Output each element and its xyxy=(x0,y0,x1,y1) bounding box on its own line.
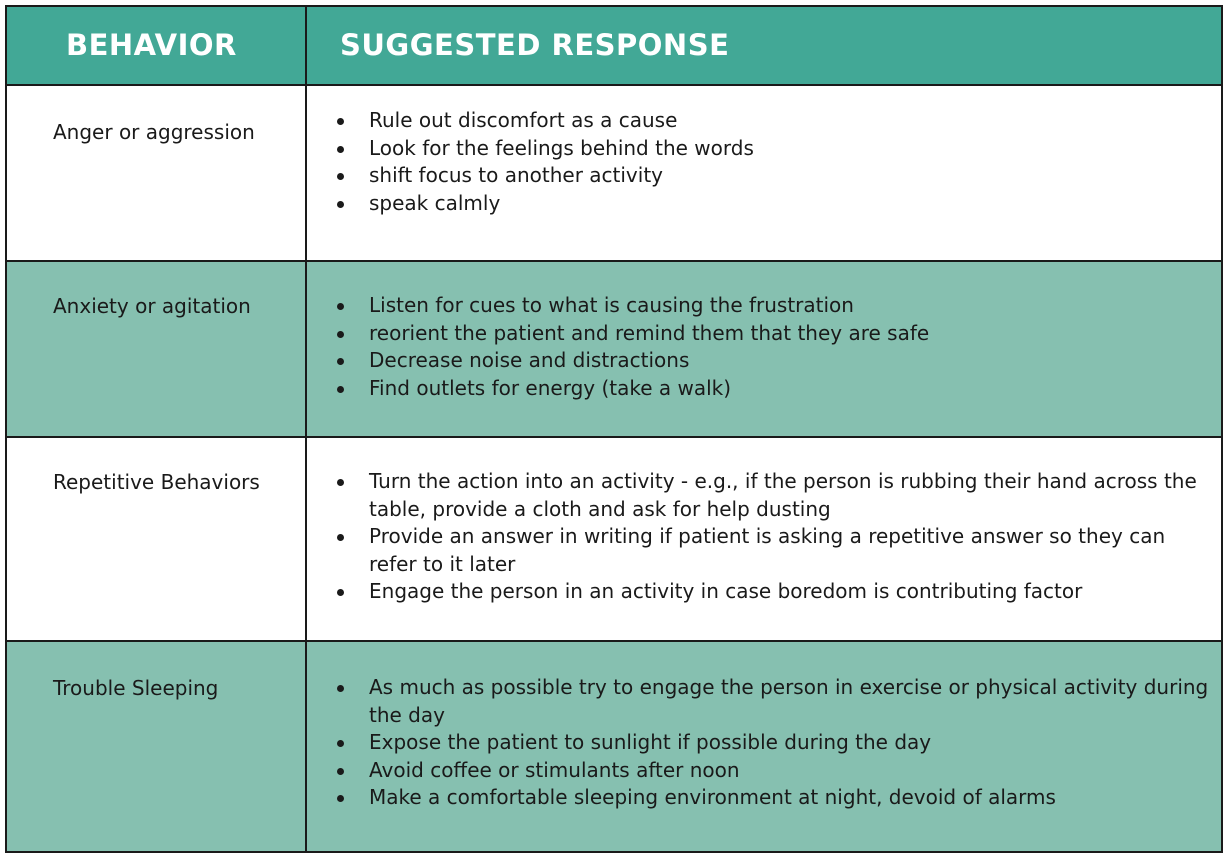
list-item: Find outlets for energy (take a walk) xyxy=(335,375,1211,403)
list-item: speak calmly xyxy=(335,190,1211,218)
list-item: Avoid coffee or stimulants after noon xyxy=(335,757,1211,785)
header-cell-behavior: BEHAVIOR xyxy=(7,7,307,84)
behavior-cell: Anger or aggression xyxy=(7,86,307,262)
table-row: Repetitive Behaviors Turn the action int… xyxy=(7,436,1221,642)
response-column-header: SUGGESTED RESPONSE xyxy=(340,28,730,62)
list-item: shift focus to another activity xyxy=(335,162,1211,190)
response-cell: Rule out discomfort as a cause Look for … xyxy=(307,86,1221,262)
table-row: Anger or aggression Rule out discomfort … xyxy=(7,84,1221,262)
list-item: Make a comfortable sleeping environment … xyxy=(335,784,1211,812)
list-item: Look for the feelings behind the words xyxy=(335,135,1211,163)
response-list: As much as possible try to engage the pe… xyxy=(335,674,1211,812)
list-item: Engage the person in an activity in case… xyxy=(335,578,1211,606)
response-cell: Listen for cues to what is causing the f… xyxy=(307,262,1221,438)
table-header-row: BEHAVIOR SUGGESTED RESPONSE xyxy=(7,7,1221,84)
table-row: Anxiety or agitation Listen for cues to … xyxy=(7,260,1221,438)
list-item: Decrease noise and distractions xyxy=(335,347,1211,375)
list-item: Expose the patient to sunlight if possib… xyxy=(335,729,1211,757)
behavior-label: Anxiety or agitation xyxy=(53,294,251,318)
response-list: Listen for cues to what is causing the f… xyxy=(335,292,1211,402)
list-item: As much as possible try to engage the pe… xyxy=(335,674,1211,729)
behavior-cell: Trouble Sleeping xyxy=(7,642,307,851)
table-row: Trouble Sleeping As much as possible try… xyxy=(7,640,1221,851)
response-cell: As much as possible try to engage the pe… xyxy=(307,642,1221,851)
response-cell: Turn the action into an activity - e.g.,… xyxy=(307,438,1221,642)
list-item: reorient the patient and remind them tha… xyxy=(335,320,1211,348)
list-item: Provide an answer in writing if patient … xyxy=(335,523,1211,578)
behavior-label: Trouble Sleeping xyxy=(53,676,219,700)
behavior-label: Repetitive Behaviors xyxy=(53,470,260,494)
behavior-label: Anger or aggression xyxy=(53,120,255,144)
response-list: Turn the action into an activity - e.g.,… xyxy=(335,468,1211,606)
behavior-column-header: BEHAVIOR xyxy=(66,28,237,62)
behavior-cell: Repetitive Behaviors xyxy=(7,438,307,642)
header-cell-response: SUGGESTED RESPONSE xyxy=(307,7,1221,84)
list-item: Listen for cues to what is causing the f… xyxy=(335,292,1211,320)
behavior-response-table: BEHAVIOR SUGGESTED RESPONSE Anger or agg… xyxy=(5,5,1223,853)
response-list: Rule out discomfort as a cause Look for … xyxy=(335,107,1211,217)
list-item: Turn the action into an activity - e.g.,… xyxy=(335,468,1211,523)
behavior-cell: Anxiety or agitation xyxy=(7,262,307,438)
list-item: Rule out discomfort as a cause xyxy=(335,107,1211,135)
